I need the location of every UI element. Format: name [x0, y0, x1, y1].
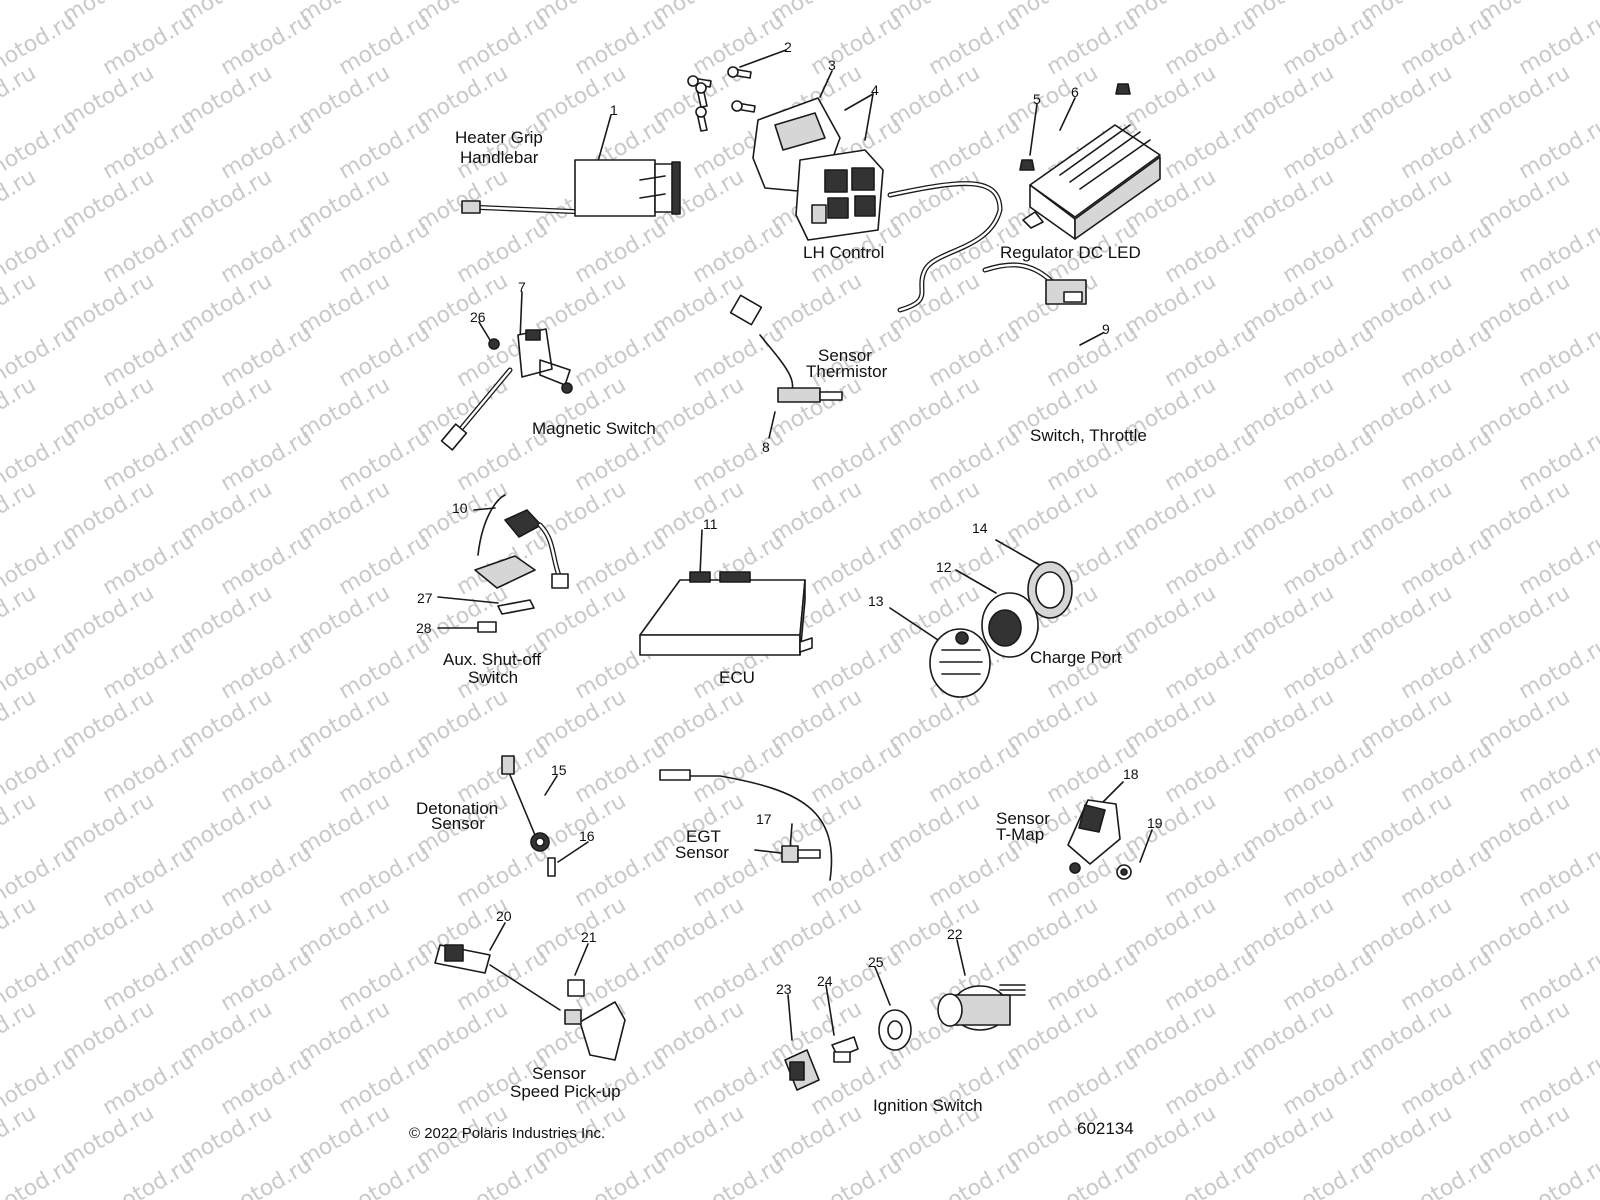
regulator-label: Regulator DC LED	[1000, 243, 1141, 262]
callout-13: 13	[868, 593, 884, 609]
ecu-part	[639, 571, 813, 656]
egt-sensor-label-1: EGT	[686, 827, 721, 846]
callout-16: 16	[579, 828, 595, 844]
speed-pickup-part	[434, 944, 626, 1061]
sensor-tmap-label-2: T-Map	[996, 825, 1045, 844]
heater-grip-label-2: Handlebar	[460, 148, 539, 167]
callout-21: 21	[581, 929, 597, 945]
ignition-switch-label: Ignition Switch	[873, 1096, 983, 1115]
callout-8: 8	[762, 439, 770, 455]
screws-part	[687, 66, 756, 132]
callout-22: 22	[947, 926, 963, 942]
callout-27: 27	[417, 590, 433, 606]
leader-lines	[437, 49, 1153, 1041]
callout-20: 20	[496, 908, 512, 924]
callout-15: 15	[551, 762, 567, 778]
sensor-tmap-label-1: Sensor	[996, 809, 1050, 828]
callout-6: 6	[1071, 84, 1079, 100]
callout-17: 17	[756, 811, 772, 827]
magnetic-switch-part	[440, 328, 573, 451]
callout-4: 4	[871, 82, 879, 98]
detonation-sensor-label-1: Detonation	[416, 799, 499, 818]
callout-12: 12	[936, 559, 952, 575]
callout-10: 10	[452, 500, 468, 516]
lh-control-label: LH Control	[803, 243, 885, 262]
callout-19: 19	[1147, 815, 1163, 831]
callout-28: 28	[416, 620, 432, 636]
figure-number: 602134	[1077, 1119, 1134, 1138]
aux-shutoff-label-1: Aux. Shut-off	[443, 650, 541, 669]
thermistor-part	[729, 294, 843, 403]
tmap-sensor-part	[1067, 799, 1132, 880]
egt-sensor-part	[659, 769, 833, 881]
callout-25: 25	[868, 954, 884, 970]
ecu-label: ECU	[719, 668, 755, 687]
callout-11: 11	[703, 516, 718, 532]
sensor-thermistor-label-1: Sensor	[818, 346, 872, 365]
heater-grip-part	[461, 159, 681, 217]
charge-port-label: Charge Port	[1030, 648, 1122, 667]
speed-pickup-label-2: Speed Pick-up	[510, 1082, 621, 1101]
detonation-sensor-label-2: Sensor	[431, 814, 485, 833]
ignition-switch-part	[784, 984, 1026, 1091]
throttle-switch-part	[982, 262, 1087, 305]
aux-shutoff-label-2: Switch	[468, 668, 519, 687]
callout-3: 3	[828, 57, 836, 73]
callout-7: 7	[518, 279, 526, 295]
speed-pickup-label-1: Sensor	[532, 1064, 586, 1083]
callout-2: 2	[784, 39, 792, 55]
callout-1: 1	[610, 102, 618, 118]
magnetic-switch-label: Magnetic Switch	[532, 419, 656, 438]
callout-18: 18	[1123, 766, 1139, 782]
sensor-thermistor-label-2: Thermistor	[806, 362, 888, 381]
heater-grip-label-1: Heater Grip	[455, 128, 543, 147]
callout-24: 24	[817, 973, 833, 989]
detonation-sensor-part	[501, 755, 556, 877]
regulator-part	[1019, 83, 1161, 240]
egt-sensor-label-2: Sensor	[675, 843, 729, 862]
callout-23: 23	[776, 981, 792, 997]
lh-control-part	[752, 97, 1003, 313]
switch-throttle-label: Switch, Throttle	[1030, 426, 1147, 445]
aux-shutoff-part	[474, 494, 569, 633]
copyright-notice: © 2022 Polaris Industries Inc.	[409, 1125, 606, 1142]
callout-9: 9	[1102, 321, 1110, 337]
charge-port-part	[929, 561, 1073, 698]
callout-26: 26	[470, 309, 486, 325]
callout-5: 5	[1033, 91, 1041, 107]
callout-14: 14	[972, 520, 988, 536]
